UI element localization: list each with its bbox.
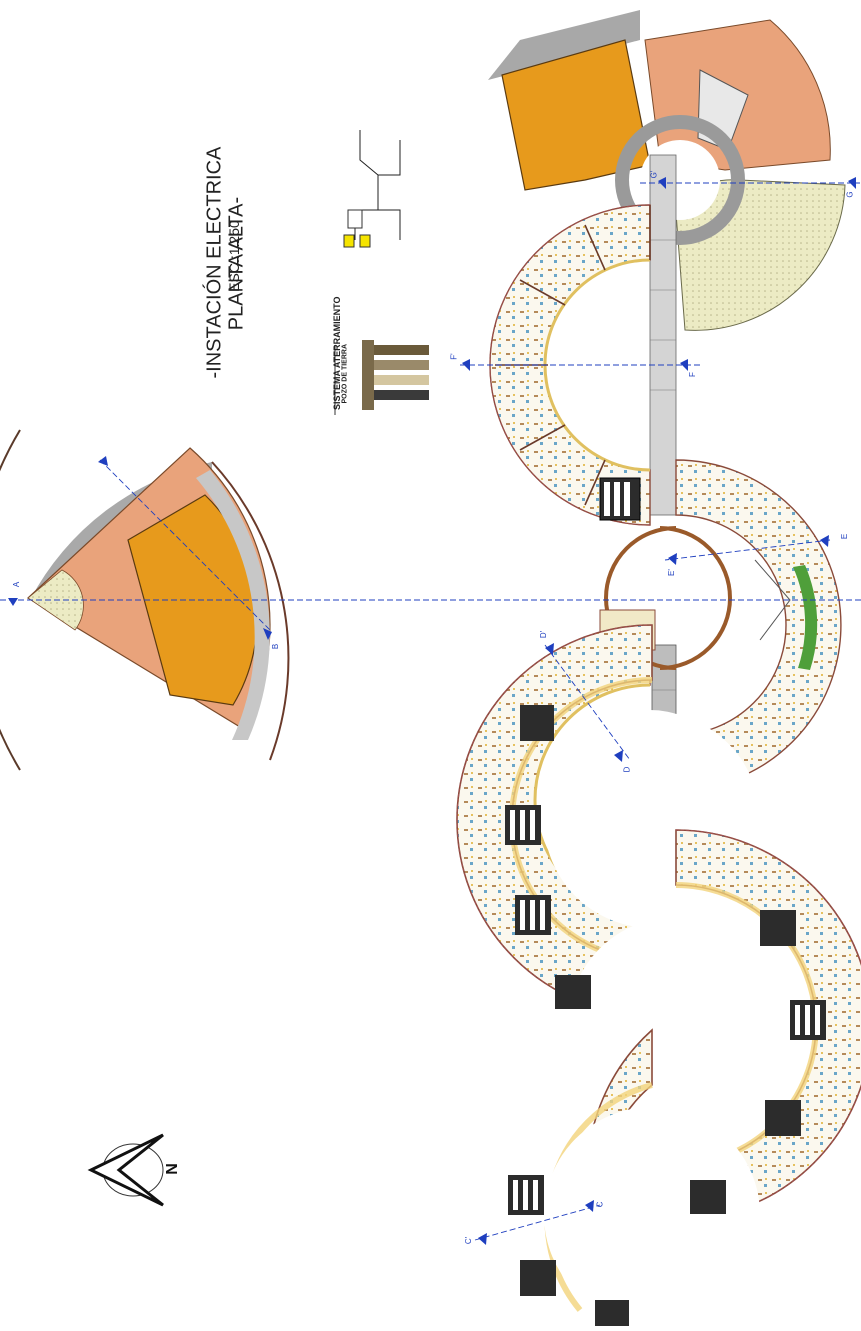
single-line-diagram [343,130,401,248]
wing-f [489,204,651,526]
residential-rings [456,624,861,1326]
section-label-b: B [271,643,281,650]
grounding-title: SISTEMA ATERRAMIENTO [332,296,342,410]
section-label-f: F [687,372,697,377]
section-label-g: G [845,191,855,198]
north-arrow: N [85,1125,195,1215]
title-line-1: -INSTACIÓN ELECTRICA [203,146,226,379]
scale-label: ESC.:1:250 [226,220,242,292]
section-label-d-prime: D' [539,630,549,639]
section-label-g-prime: G' [649,170,659,179]
section-markers [8,177,856,1245]
section-label-c-prime: C' [464,1236,474,1245]
section-lines [0,182,861,1241]
section-label-f-prime: F' [449,353,459,360]
grounding-subtitle: POZO DE TIERRA [341,343,349,404]
section-label-e: E [840,533,850,540]
section-label-c: C [595,1201,605,1208]
grounding-schematic [334,340,429,415]
section-label-e-prime: E' [666,569,676,576]
section-label-d: D [622,766,632,773]
north-arrow-icon [87,1133,164,1207]
drawing-title: -INSTACIÓN ELECTRICA PLANTA ALTA- ESC.:1… [204,140,430,379]
section-label-a: A [12,581,22,588]
north-label: N [163,1163,181,1175]
